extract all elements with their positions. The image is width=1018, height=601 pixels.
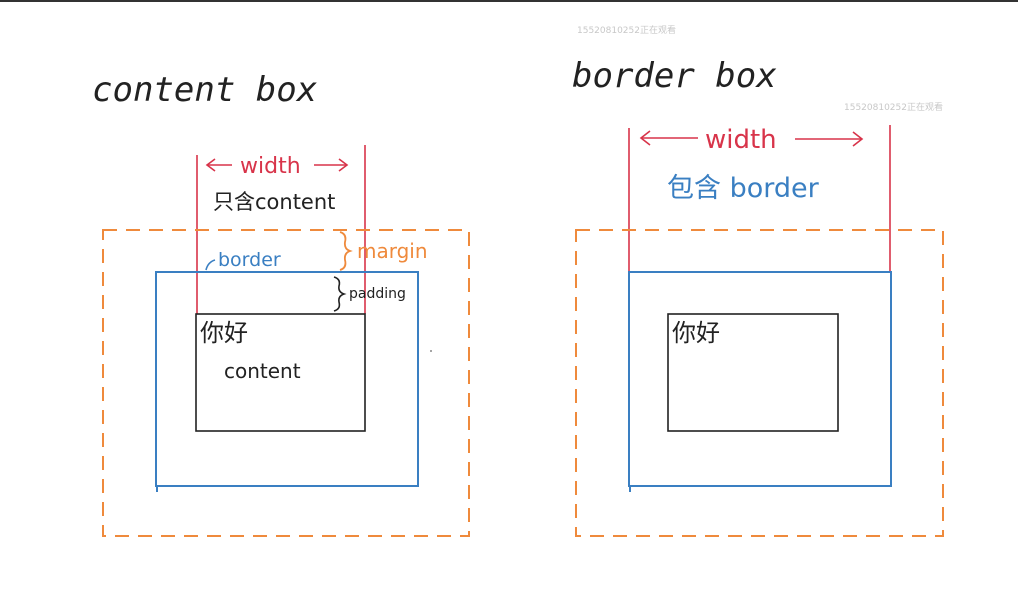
content-width-arrow: [205, 158, 349, 172]
content-margin-box: [102, 229, 470, 537]
border-border-box: [628, 271, 892, 487]
border-label-hook: [205, 259, 216, 271]
content-width-note: 只含content: [213, 190, 335, 214]
margin-label: margin: [357, 239, 428, 263]
content-label: content: [224, 359, 301, 383]
border-content-greeting: 你好: [672, 319, 720, 347]
border-width-arrow: [639, 130, 864, 147]
border-box-title: border box: [572, 56, 777, 96]
watermark-top: 15520810252正在观看: [577, 24, 676, 36]
border-width-label: width: [705, 125, 777, 155]
padding-brace: [333, 276, 347, 312]
border-box-diagram: border box width 包含 border 你好: [572, 56, 944, 537]
speck: [430, 350, 432, 352]
content-width-label: width: [240, 154, 301, 179]
border-margin-box: [575, 229, 944, 537]
margin-brace: [339, 231, 353, 271]
border-label: border: [218, 249, 281, 271]
border-content-box: [667, 313, 839, 432]
content-greeting: 你好: [200, 319, 248, 347]
content-border-box: [155, 271, 419, 487]
border-width-note: 包含 border: [667, 173, 820, 204]
padding-label: padding: [349, 286, 406, 302]
content-area-box: [195, 313, 366, 432]
content-box-diagram: content box width 只含content margin borde…: [92, 70, 470, 537]
watermark-right: 15520810252正在观看: [844, 101, 943, 113]
content-box-title: content box: [92, 70, 318, 110]
